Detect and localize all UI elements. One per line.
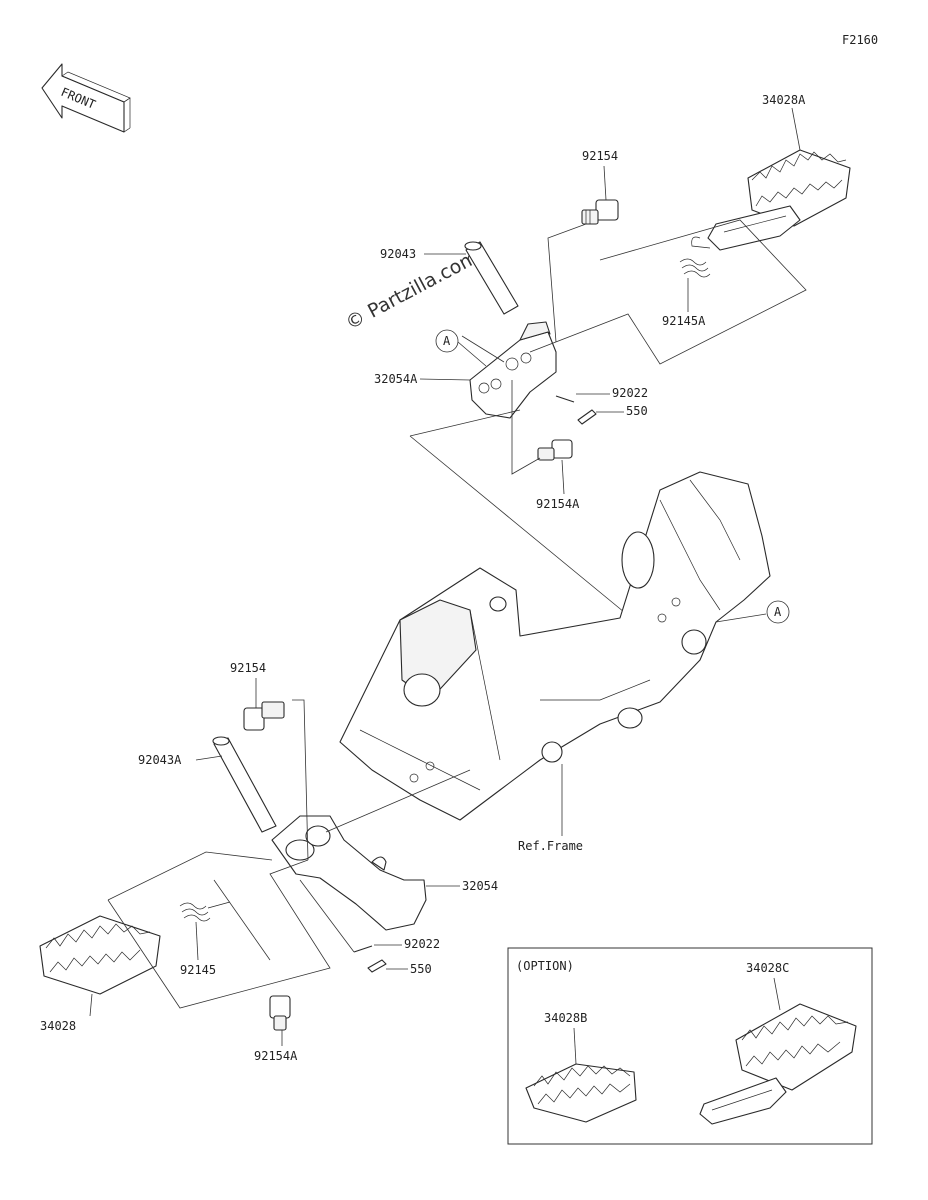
- label-92154-bottom: 92154: [230, 661, 266, 675]
- label-550-bottom: 550: [410, 962, 432, 976]
- frame: [339, 471, 771, 821]
- spring-92145A: [679, 258, 711, 278]
- label-34028: 34028: [40, 1019, 76, 1033]
- bolt-92154-bottom: [243, 701, 285, 731]
- label-92154A-bottom: 92154A: [254, 1049, 298, 1063]
- washer-550-bottom: [367, 959, 387, 973]
- label-34028B: 34028B: [544, 1011, 587, 1025]
- label-34028A: 34028A: [762, 93, 806, 107]
- front-arrow-icon: FRONT: [41, 63, 131, 133]
- label-92043: 92043: [380, 247, 416, 261]
- bolt-92154A-top: [537, 439, 573, 461]
- bracket-32054: [271, 815, 427, 931]
- label-ref-frame: Ref.Frame: [518, 839, 583, 853]
- label-550-top: 550: [626, 404, 648, 418]
- ref-marker-a-top: [435, 329, 459, 353]
- label-34028C: 34028C: [746, 961, 789, 975]
- option-box: (OPTION) 34028B 34028C: [507, 947, 873, 1145]
- bracket-32054A: [469, 321, 557, 419]
- label-32054A: 32054A: [374, 372, 418, 386]
- footpeg-34028B: [525, 1063, 637, 1123]
- label-92154A-top: 92154A: [536, 497, 580, 511]
- label-92022-top: 92022: [612, 386, 648, 400]
- pin-92043: [464, 241, 519, 315]
- label-92145: 92145: [180, 963, 216, 977]
- pin-92043A: [212, 736, 277, 833]
- footpeg-34028C: [699, 1003, 857, 1125]
- option-title: (OPTION): [516, 959, 574, 973]
- washer-550-top: [577, 409, 597, 425]
- bolt-92154-top: [581, 199, 619, 225]
- label-92022-bottom: 92022: [404, 937, 440, 951]
- label-32054: 32054: [462, 879, 498, 893]
- label-92145A: 92145A: [662, 314, 706, 328]
- ref-marker-a-top-label: A: [443, 334, 451, 348]
- spring-92145: [179, 901, 231, 922]
- label-92154-top: 92154: [582, 149, 618, 163]
- cotter-pin-92022-top: [555, 395, 575, 403]
- label-92043A: 92043A: [138, 753, 182, 767]
- figure-code: F2160: [842, 33, 878, 47]
- footpeg-34028: [39, 915, 161, 995]
- ref-marker-a-frame-label: A: [774, 605, 782, 619]
- bolt-92154A-bottom: [269, 995, 291, 1031]
- cotter-pin-92022-bottom: [353, 945, 373, 953]
- footpeg-34028A: [691, 149, 851, 251]
- ref-marker-a-frame: [766, 600, 790, 624]
